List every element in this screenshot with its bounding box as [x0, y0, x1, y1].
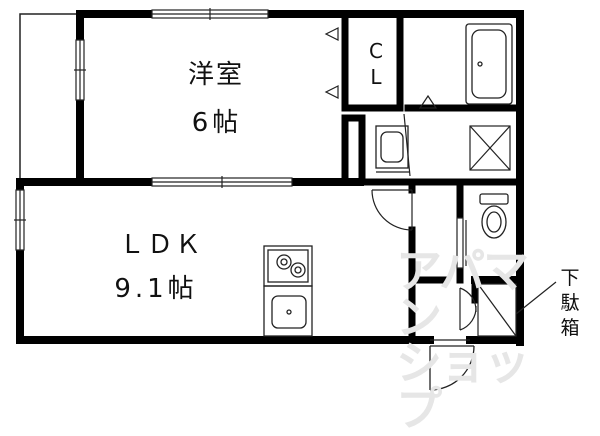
closet-door-marks — [324, 27, 438, 109]
shoe-closet — [477, 283, 517, 337]
shoe-box-label: 下 駄 箱 — [558, 266, 582, 341]
kitchen-stove — [263, 245, 313, 287]
shoe-box-char-3: 箱 — [560, 317, 580, 339]
entrance-inner-door — [459, 287, 477, 331]
kitchen-sink — [263, 285, 313, 337]
shoe-box-char-2: 駄 — [560, 292, 580, 314]
bathroom-door — [403, 113, 411, 177]
shoe-box-pointer — [515, 281, 557, 315]
interior-walls — [341, 10, 524, 344]
toilet — [479, 193, 509, 239]
washbasin — [375, 125, 410, 173]
ldk-label: ＬＤＫ — [118, 230, 203, 260]
western-room-label: 洋室 — [187, 60, 244, 90]
washing-machine-space — [469, 125, 511, 171]
ldk-door — [371, 189, 413, 231]
windows — [14, 8, 293, 251]
toilet-door — [456, 217, 467, 269]
front-door — [429, 339, 475, 391]
balcony — [19, 13, 80, 178]
closet-label-l: L — [370, 65, 382, 89]
exterior-walls — [16, 10, 524, 346]
ldk-size: 9.1帖 — [114, 274, 198, 304]
shoe-box-char-1: 下 — [560, 267, 580, 289]
floor-plan — [14, 8, 557, 391]
western-room-size: 6帖 — [191, 108, 243, 138]
closet-label: C L — [364, 38, 388, 90]
bathtub — [465, 23, 513, 105]
closet-label-c: C — [369, 39, 383, 63]
